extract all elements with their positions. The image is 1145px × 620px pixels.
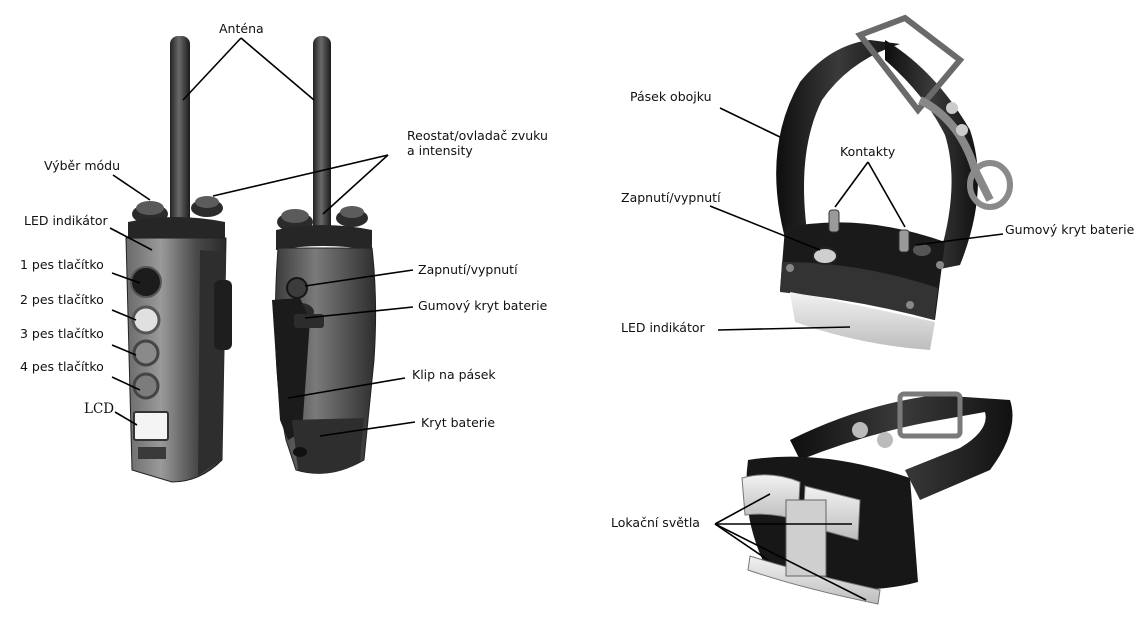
power-button-collar [812, 247, 838, 265]
transmitter-back [272, 36, 377, 474]
label-lcd: LCD [84, 401, 115, 417]
antenna-front [170, 36, 190, 236]
label-battery-cover: Kryt baterie [421, 415, 496, 430]
label-belt-clip: Klip na pásek [412, 367, 496, 382]
label-rheostat-line1: Reostat/ovladač zvuku [407, 128, 548, 143]
label-power-collar: Zapnutí/vypnutí [621, 190, 721, 205]
contact-left [828, 209, 840, 233]
label-power-transmitter: Zapnutí/vypnutí [418, 262, 518, 277]
label-led-collar: LED indikátor [621, 320, 705, 335]
battery-cover [292, 418, 364, 474]
label-dog2-button: 2 pes tlačítko [20, 292, 104, 307]
dog3-button [132, 339, 160, 367]
label-mode-select: Výběr módu [44, 158, 121, 173]
dog4-button [132, 372, 160, 400]
label-rheostat: Reostat/ovladač zvuku a intensity [407, 128, 548, 158]
leader-lines [109, 37, 1004, 601]
label-rheostat-line2: a intensity [407, 143, 473, 158]
label-dog3-button: 3 pes tlačítko [20, 326, 104, 341]
dog2-button [131, 305, 161, 335]
transmitter-front [125, 36, 232, 483]
collar-buckle [855, 14, 965, 115]
label-dog4-button: 4 pes tlačítko [20, 359, 104, 374]
collar-receiver-top [776, 14, 1013, 350]
rubber-battery-cover-collar [913, 244, 931, 256]
label-antenna: Anténa [219, 21, 264, 36]
label-dog1-button: 1 pes tlačítko [20, 257, 104, 272]
belt-clip [272, 298, 310, 440]
label-locate-lights: Lokační světla [611, 515, 700, 530]
dog1-button [130, 266, 162, 298]
power-button-transmitter [286, 277, 308, 299]
label-collar-strap: Pásek obojku [630, 89, 712, 104]
contact-right [898, 229, 910, 253]
lcd-screen [133, 411, 169, 441]
collar-strap [776, 40, 900, 270]
label-rubber-cover-collar: Gumový kryt baterie [1005, 222, 1135, 237]
label-rubber-cover-transmitter: Gumový kryt baterie [418, 298, 548, 313]
label-led-transmitter: LED indikátor [24, 213, 108, 228]
label-contacts: Kontakty [840, 144, 896, 159]
collar-receiver-bottom [741, 391, 1013, 605]
antenna-back [313, 36, 331, 236]
